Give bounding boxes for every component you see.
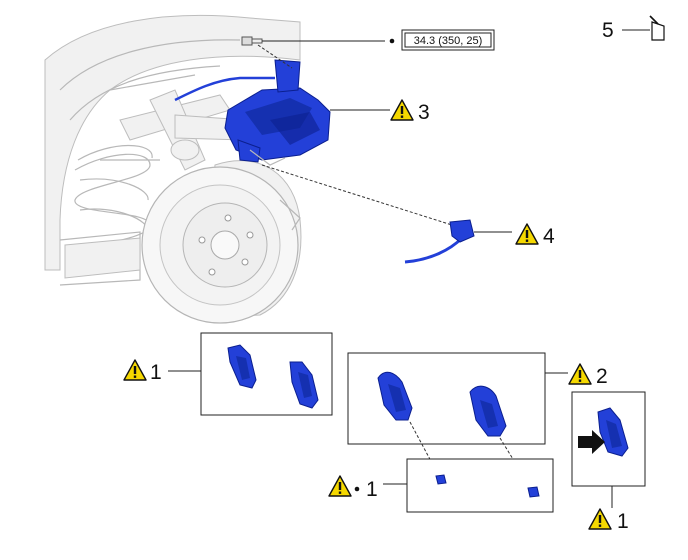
callout-1-left-number: 1 xyxy=(150,361,162,384)
callout-3-number: 3 xyxy=(418,101,430,124)
callout-1-dot: 1 xyxy=(328,475,407,501)
callout-4-number: 4 xyxy=(543,225,555,248)
callout-5-number: 5 xyxy=(602,19,614,42)
caution-triangle-icon xyxy=(515,223,539,245)
brake-pad xyxy=(469,385,507,437)
sensor-harness xyxy=(404,219,475,264)
grease-applicator-icon xyxy=(649,15,665,41)
caution-triangle-icon xyxy=(123,359,147,381)
pad-clip xyxy=(527,486,540,498)
brake-pad xyxy=(597,407,629,457)
inner-pads-box xyxy=(200,332,333,416)
arrow-right-icon xyxy=(578,430,605,454)
callout-1-bottom: 1 xyxy=(588,486,629,533)
brake-disc xyxy=(141,160,302,324)
callout-1-left: 1 xyxy=(123,359,201,384)
clips-box xyxy=(406,458,554,513)
torque-spec-box: 34.3 (350, 25) xyxy=(401,29,495,51)
pad-clip xyxy=(435,474,447,485)
callout-2-number: 2 xyxy=(596,365,608,388)
callout-1-bottom-number: 1 xyxy=(617,510,629,533)
callout-2: 2 xyxy=(545,363,608,388)
brake-pad xyxy=(227,344,257,389)
callout-3: 3 xyxy=(330,99,430,124)
bullet-dot-icon xyxy=(389,38,395,44)
brake-pad xyxy=(377,371,413,421)
brake-caliper xyxy=(224,59,331,166)
outer-pads-box xyxy=(347,352,546,445)
callout-4: 4 xyxy=(474,223,555,248)
brake-hose-upper xyxy=(174,76,275,102)
caution-triangle-icon xyxy=(568,363,592,385)
callout-1-dot-number: 1 xyxy=(366,478,378,501)
torque-spec-text: 34.3 (350, 25) xyxy=(414,35,483,47)
bullet-dot-icon xyxy=(354,486,360,492)
callout-5: 5 xyxy=(602,15,665,42)
caution-triangle-icon xyxy=(390,99,414,121)
pad-orientation-box xyxy=(571,391,646,487)
caution-triangle-icon xyxy=(588,508,612,530)
coil-spring xyxy=(74,144,153,263)
caution-triangle-icon xyxy=(328,475,352,497)
brake-pad xyxy=(289,361,319,409)
